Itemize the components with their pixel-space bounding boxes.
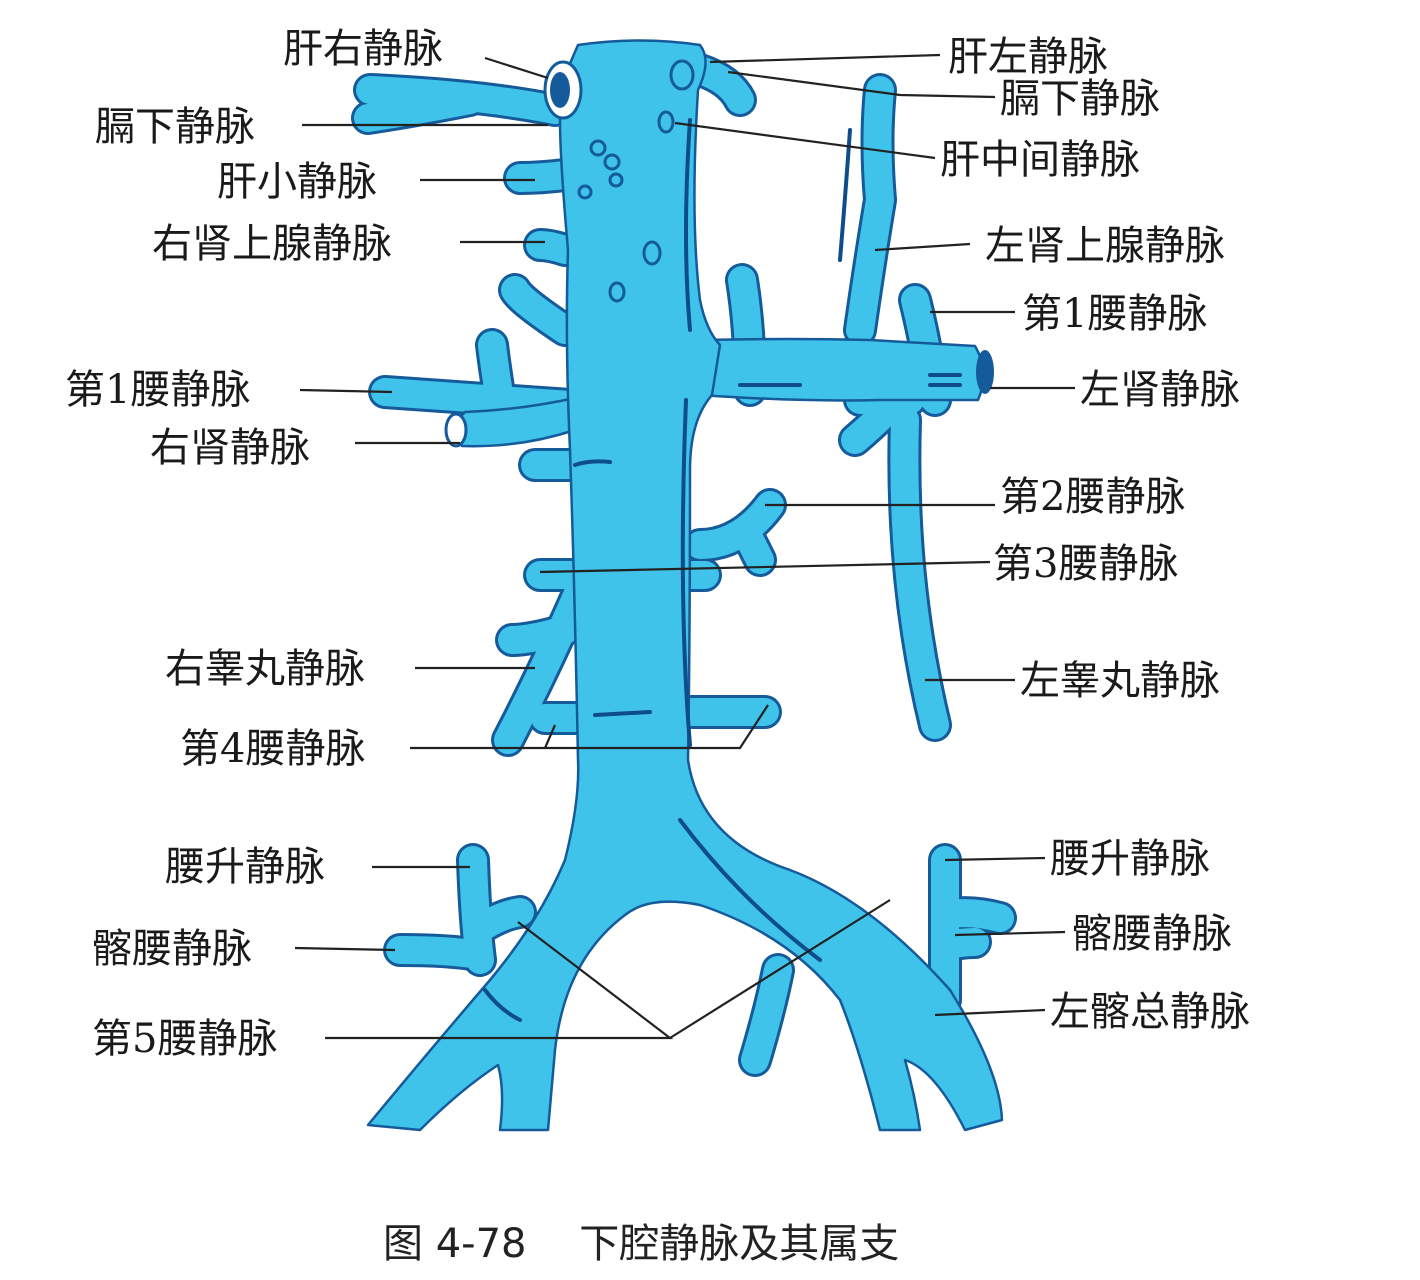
- tributary-fills: [354, 56, 1014, 1074]
- label-1st-lumbar-vein-left: 第1腰静脉: [1022, 291, 1207, 337]
- label-hepatic-vein-right: 肝右静脉: [283, 26, 443, 72]
- label-inferior-phrenic-vein-left: 膈下静脉: [1000, 76, 1160, 122]
- label-left-common-iliac-vein: 左髂总静脉: [1050, 989, 1250, 1035]
- label-small-hepatic-veins: 肝小静脉: [217, 159, 377, 205]
- label-left-suprarenal-vein: 左肾上腺静脉: [985, 223, 1225, 269]
- label-1st-lumbar-vein-right: 第1腰静脉: [65, 367, 250, 413]
- labels-left: 肝右静脉 膈下静脉 肝小静脉 右肾上腺静脉 第1腰静脉 右肾静脉 右睾丸静脉 第…: [65, 26, 443, 1062]
- left-renal-vein-shape: [698, 337, 985, 402]
- label-iliolumbar-vein-right: 髂腰静脉: [92, 926, 252, 972]
- label-middle-hepatic-vein: 肝中间静脉: [940, 137, 1140, 183]
- label-inferior-phrenic-vein-right: 膈下静脉: [95, 104, 255, 150]
- label-left-testicular-vein: 左睾丸静脉: [1020, 658, 1220, 704]
- label-iliolumbar-vein-left: 髂腰静脉: [1072, 911, 1232, 957]
- label-3rd-lumbar-vein: 第3腰静脉: [993, 541, 1178, 587]
- leader-lines: [294, 53, 1075, 1040]
- trunk-details: [444, 59, 994, 1022]
- label-4th-lumbar-vein: 第4腰静脉: [180, 726, 365, 772]
- ivc-trunk-shape: [366, 39, 1004, 1132]
- label-ascending-lumbar-vein-right: 腰升静脉: [165, 844, 325, 890]
- label-right-renal-vein: 右肾静脉: [150, 425, 310, 471]
- labels-right: 肝左静脉 膈下静脉 肝中间静脉 左肾上腺静脉 第1腰静脉 左肾静脉 第2腰静脉 …: [940, 34, 1250, 1035]
- label-right-suprarenal-vein: 右肾上腺静脉: [152, 221, 392, 267]
- label-left-renal-vein: 左肾静脉: [1080, 367, 1240, 413]
- label-5th-lumbar-vein: 第5腰静脉: [92, 1016, 277, 1062]
- figure-caption: 图 4-78 下腔静脉及其属支: [383, 1221, 899, 1267]
- label-right-testicular-vein: 右睾丸静脉: [165, 646, 365, 692]
- label-2nd-lumbar-vein: 第2腰静脉: [1000, 474, 1185, 520]
- label-ascending-lumbar-vein-left: 腰升静脉: [1050, 836, 1210, 882]
- label-hepatic-vein-left: 肝左静脉: [948, 34, 1108, 80]
